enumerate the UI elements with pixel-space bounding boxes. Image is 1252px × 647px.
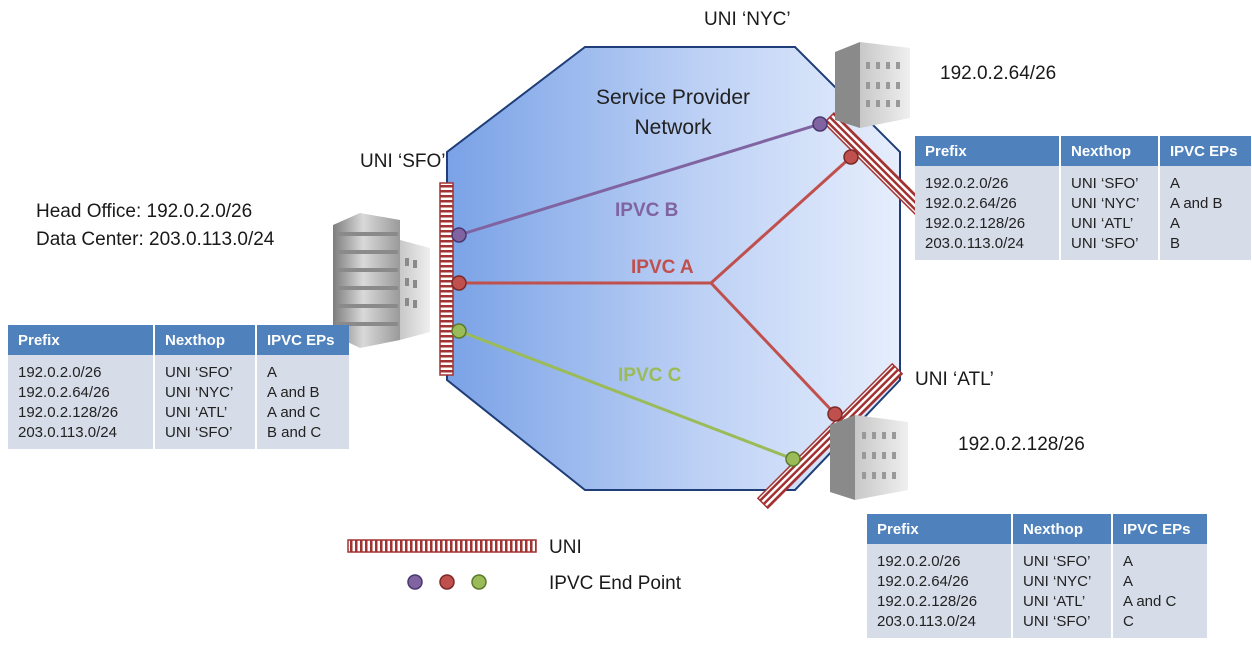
prefix-cell: 192.0.2.64/26: [8, 383, 155, 403]
legend-endpoint-purple: [407, 574, 423, 590]
table-header-prefix: Prefix: [867, 514, 1013, 544]
ipvc-eps-cell: A and B: [267, 384, 320, 401]
ipvc-eps-cell: A: [1170, 175, 1181, 192]
table-header-ipvc-eps: IPVC EPs: [1112, 514, 1207, 544]
ipvc-eps-cell: A: [1123, 573, 1134, 590]
prefix-cell: 203.0.113.0/24: [867, 612, 1013, 638]
table-header-prefix: Prefix: [915, 136, 1061, 166]
building-nyc-icon: [835, 42, 910, 128]
legend-endpoint-red: [439, 574, 455, 590]
prefix-cell: 192.0.2.128/26: [8, 403, 155, 423]
table-header-ipvc-eps: IPVC EPs: [256, 325, 349, 355]
endpoint-sfo-b: [451, 227, 467, 243]
network-label-line1: Service Provider: [596, 86, 750, 109]
table-header-nexthop: Nexthop: [1060, 136, 1160, 166]
legend-endpoint-label: IPVC End Point: [549, 573, 682, 594]
nexthop-cell: UNI ‘SFO’: [154, 355, 257, 383]
endpoint-nyc-a: [843, 149, 859, 165]
legend-endpoint-green: [471, 574, 487, 590]
endpoint-sfo-a: [451, 275, 467, 291]
ipvc-c-line: [458, 329, 794, 461]
ipvc-eps-cell: A: [1170, 215, 1181, 232]
head-office-label: Head Office: 192.0.2.0/26: [36, 201, 252, 222]
uni-sfo-bar: [439, 182, 454, 376]
prefix-cell: 192.0.2.64/26: [915, 194, 1061, 214]
ipvc-a-line-nyc: [709, 155, 853, 285]
ipvc-a-line-atl: [709, 281, 837, 416]
nexthop-cell: UNI ‘NYC’: [1060, 194, 1160, 214]
legend-uni-swatch: [347, 539, 537, 553]
ipvc-eps-cell: A and B: [1170, 195, 1223, 212]
endpoint-atl-c: [785, 451, 801, 467]
endpoint-nyc-b: [812, 116, 828, 132]
atl-prefix-label: 192.0.2.128/26: [958, 434, 1085, 455]
building-atl-icon: [830, 415, 908, 500]
nexthop-cell: UNI ‘ATL’: [154, 403, 257, 423]
prefix-cell: 192.0.2.128/26: [915, 214, 1061, 234]
ipvc-eps-cell: A: [267, 364, 278, 381]
nexthop-cell: UNI ‘NYC’: [154, 383, 257, 403]
ipvc-b-label: IPVC B: [615, 200, 678, 221]
ipvc-eps-cell: A and C: [1123, 593, 1177, 610]
ipvc-b-line: [458, 122, 821, 237]
table-header-prefix: Prefix: [8, 325, 155, 355]
ipvc-c-label: IPVC C: [618, 365, 682, 386]
uni-sfo-label: UNI ‘SFO’: [360, 151, 446, 172]
nexthop-cell: UNI ‘ATL’: [1060, 214, 1160, 234]
prefix-cell: 192.0.2.0/26: [8, 355, 155, 383]
endpoint-sfo-c: [451, 323, 467, 339]
nexthop-cell: UNI ‘SFO’: [1012, 544, 1113, 572]
prefix-cell: 203.0.113.0/24: [8, 423, 155, 449]
ipvc-eps-cell: B and C: [267, 424, 322, 441]
nexthop-cell: UNI ‘SFO’: [154, 423, 257, 449]
ipvc-eps-cell: A: [1123, 553, 1134, 570]
legend-uni-label: UNI: [549, 537, 582, 558]
uni-nyc-label: UNI ‘NYC’: [704, 9, 791, 30]
prefix-cell: 192.0.2.0/26: [867, 544, 1013, 572]
ipvc-a-label: IPVC A: [631, 257, 694, 278]
nyc-prefix-label: 192.0.2.64/26: [940, 63, 1056, 84]
data-center-label: Data Center: 203.0.113.0/24: [36, 229, 275, 250]
table-header-ipvc-eps: IPVC EPs: [1159, 136, 1251, 166]
nexthop-cell: UNI ‘NYC’: [1012, 572, 1113, 592]
nexthop-cell: UNI ‘SFO’: [1060, 166, 1160, 194]
prefix-cell: 203.0.113.0/24: [915, 234, 1061, 260]
prefix-cell: 192.0.2.0/26: [915, 166, 1061, 194]
table-header-nexthop: Nexthop: [1012, 514, 1113, 544]
ipvc-eps-cell: A and C: [267, 404, 321, 421]
building-sfo-icon: [333, 213, 430, 348]
network-label-line2: Network: [634, 116, 712, 139]
ipvc-eps-cell: B: [1170, 235, 1181, 252]
nexthop-cell: UNI ‘SFO’: [1012, 612, 1113, 638]
nexthop-cell: UNI ‘SFO’: [1060, 234, 1160, 260]
prefix-cell: 192.0.2.128/26: [867, 592, 1013, 612]
ipvc-eps-cell: C: [1123, 613, 1134, 630]
nexthop-cell: UNI ‘ATL’: [1012, 592, 1113, 612]
prefix-cell: 192.0.2.64/26: [867, 572, 1013, 592]
endpoint-atl-a: [827, 406, 843, 422]
uni-atl-label: UNI ‘ATL’: [915, 369, 994, 390]
table-header-nexthop: Nexthop: [154, 325, 257, 355]
